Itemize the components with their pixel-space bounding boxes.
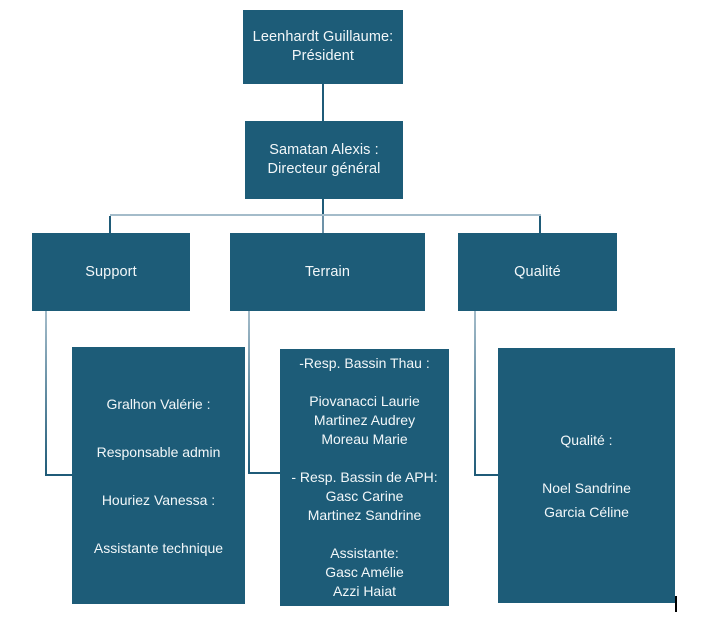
- detail-terrain-text: -Resp. Bassin Thau : Piovanacci Laurie M…: [291, 355, 438, 599]
- branch-qualite-label: Qualité: [514, 263, 561, 280]
- detail-box-qualite[interactable]: Qualité : Noel Sandrine Garcia Céline: [498, 348, 675, 603]
- connector-stub-qualite: [539, 216, 541, 233]
- president-label: Leenhardt Guillaume: Président: [252, 29, 394, 64]
- branch-box-support[interactable]: Support: [32, 233, 190, 311]
- connector-branch-rail: [110, 214, 541, 216]
- text-cursor: [675, 596, 677, 612]
- director-general-label: Samatan Alexis : Directeur général: [267, 142, 381, 177]
- connector-terrain-detail-vertical: [248, 311, 250, 474]
- connector-stub-terrain: [322, 216, 324, 233]
- detail-box-support[interactable]: Gralhon Valérie : Responsable admin Hour…: [72, 347, 245, 604]
- connector-support-detail-vertical: [45, 311, 47, 476]
- branch-box-qualite[interactable]: Qualité: [458, 233, 617, 311]
- connector-support-detail-horizontal: [45, 474, 72, 476]
- president-box[interactable]: Leenhardt Guillaume: Président: [243, 10, 403, 84]
- branch-box-terrain[interactable]: Terrain: [230, 233, 425, 311]
- connector-director-trunk: [322, 199, 324, 215]
- branch-support-label: Support: [85, 263, 137, 280]
- connector-president-director: [322, 84, 324, 121]
- connector-qualite-detail-vertical: [474, 311, 476, 476]
- connector-terrain-detail-horizontal: [248, 472, 280, 474]
- detail-qualite-text: Qualité : Noel Sandrine Garcia Céline: [542, 431, 631, 520]
- branch-terrain-label: Terrain: [304, 263, 351, 280]
- detail-box-terrain[interactable]: -Resp. Bassin Thau : Piovanacci Laurie M…: [280, 349, 449, 606]
- director-general-box[interactable]: Samatan Alexis : Directeur général: [245, 121, 403, 199]
- connector-stub-support: [109, 216, 111, 233]
- detail-support-text: Gralhon Valérie : Responsable admin Hour…: [93, 395, 224, 556]
- connector-qualite-detail-horizontal: [474, 474, 498, 476]
